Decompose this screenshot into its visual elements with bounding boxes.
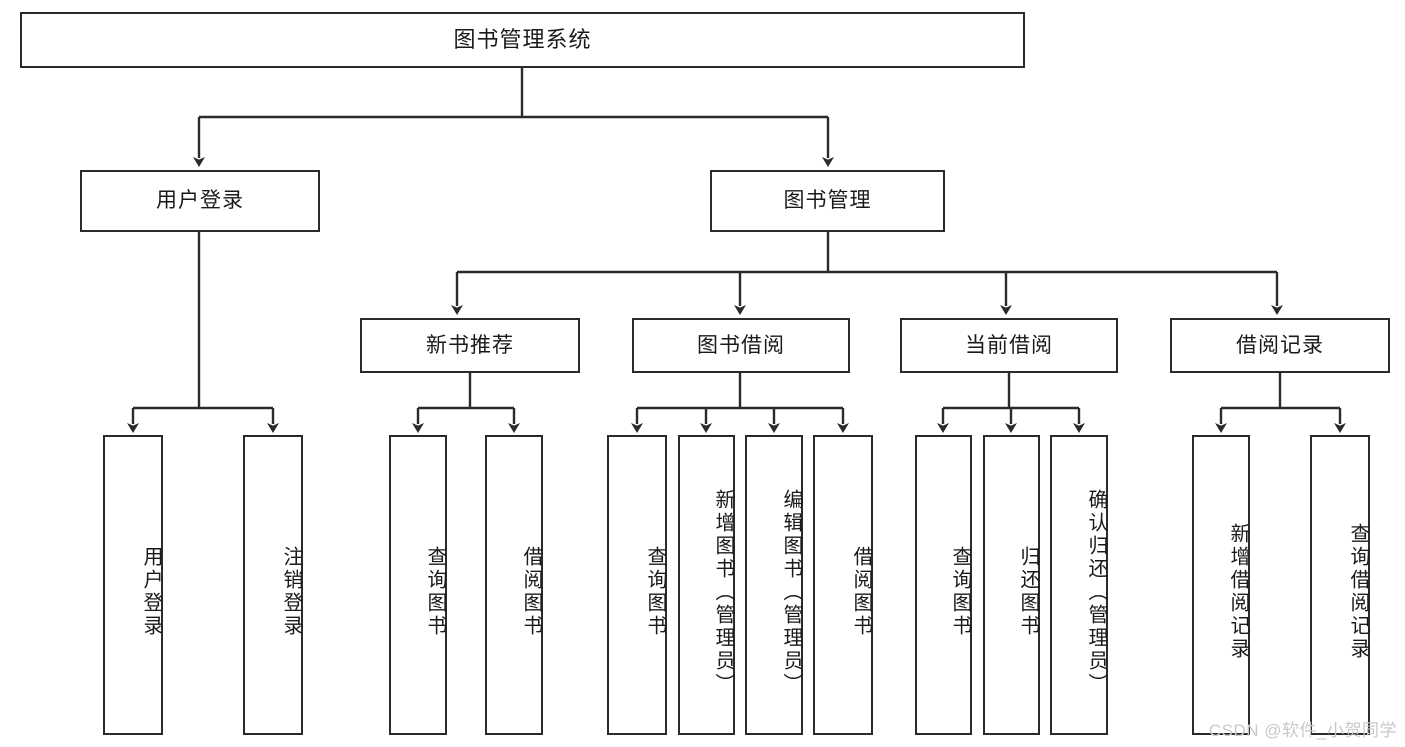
node-leaf-borrow-book[interactable]: 借阅图书: [813, 435, 873, 735]
node-label: 查询图书: [424, 546, 446, 638]
node-level1-book-management[interactable]: 图书管理: [710, 170, 945, 232]
node-leaf-query-book-recommend[interactable]: 查询图书: [389, 435, 447, 735]
node-leaf-add-book-admin[interactable]: 新增图书（管理员）: [678, 435, 735, 735]
node-leaf-user-login[interactable]: 用户登录: [103, 435, 163, 735]
node-root-label: 图书管理系统: [453, 26, 592, 52]
node-label: 查询借阅记录: [1347, 523, 1369, 661]
node-root[interactable]: 图书管理系统: [20, 12, 1025, 68]
node-label: 借阅图书: [850, 546, 872, 638]
node-leaf-confirm-return-admin[interactable]: 确认归还（管理员）: [1050, 435, 1108, 735]
node-label: 查询图书: [644, 546, 666, 638]
node-label: 用户登录: [140, 546, 162, 638]
node-label: 图书管理: [783, 189, 872, 213]
node-level2-borrow-record[interactable]: 借阅记录: [1170, 318, 1390, 373]
node-label: 编辑图书（管理员）: [780, 488, 802, 696]
node-label: 新增借阅记录: [1227, 523, 1249, 661]
node-label: 借阅记录: [1236, 333, 1324, 357]
node-label: 注销登录: [280, 546, 302, 638]
node-leaf-query-book-borrow[interactable]: 查询图书: [607, 435, 667, 735]
node-level1-user-login[interactable]: 用户登录: [80, 170, 320, 232]
node-label: 用户登录: [156, 189, 244, 213]
node-level2-book-borrow[interactable]: 图书借阅: [632, 318, 850, 373]
node-leaf-query-book-current[interactable]: 查询图书: [915, 435, 972, 735]
node-level2-current-borrow[interactable]: 当前借阅: [900, 318, 1118, 373]
node-label: 归还图书: [1017, 546, 1039, 638]
node-label: 新书推荐: [426, 333, 514, 357]
node-label: 当前借阅: [965, 333, 1053, 357]
node-leaf-edit-book-admin[interactable]: 编辑图书（管理员）: [745, 435, 803, 735]
node-leaf-query-borrow-record[interactable]: 查询借阅记录: [1310, 435, 1370, 735]
node-level2-new-book-recommend[interactable]: 新书推荐: [360, 318, 580, 373]
watermark: CSDN @软件_小贺同学: [1208, 721, 1397, 740]
node-leaf-borrow-book-recommend[interactable]: 借阅图书: [485, 435, 543, 735]
node-label: 确认归还（管理员）: [1085, 488, 1107, 696]
node-label: 图书借阅: [697, 333, 785, 357]
node-label: 查询图书: [949, 546, 971, 638]
node-leaf-return-book[interactable]: 归还图书: [983, 435, 1040, 735]
node-leaf-logout[interactable]: 注销登录: [243, 435, 303, 735]
node-label: 借阅图书: [520, 546, 542, 638]
node-leaf-add-borrow-record[interactable]: 新增借阅记录: [1192, 435, 1250, 735]
node-label: 新增图书（管理员）: [712, 488, 734, 696]
